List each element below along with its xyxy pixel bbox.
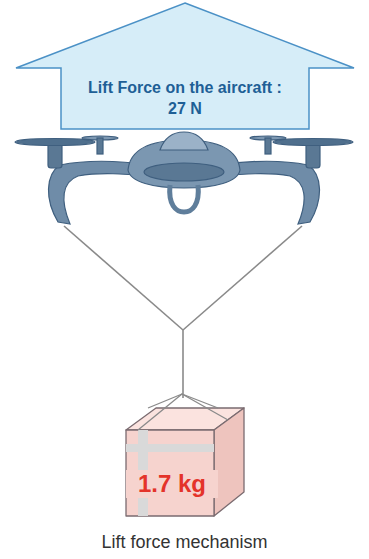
drone — [15, 132, 353, 224]
payload-box: 1.7 kg — [118, 400, 252, 522]
arrow-shape — [16, 3, 354, 129]
caption: Lift force mechanism — [0, 532, 369, 553]
suspension-strings — [64, 226, 302, 398]
box-outline — [118, 400, 252, 522]
force-label: Lift Force on the aircraft : 27 N — [85, 78, 285, 120]
lift-arrow: Lift Force on the aircraft : 27 N — [15, 2, 355, 130]
mass-label: 1.7 kg — [126, 470, 218, 498]
box-shape — [126, 394, 244, 516]
